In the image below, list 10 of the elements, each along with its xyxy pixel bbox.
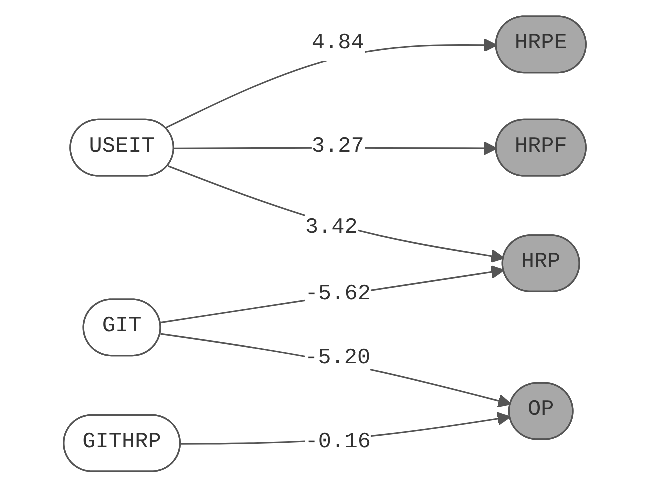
arrow — [165, 38, 498, 129]
edge-label: -5.20 — [304, 346, 371, 372]
edge-label: 3.27 — [312, 134, 364, 160]
arrow — [160, 265, 505, 324]
edge-label: 4.84 — [312, 31, 364, 56]
edge-label: -0.16 — [305, 430, 371, 456]
edge-label: 3.42 — [305, 216, 358, 241]
arrow — [160, 333, 512, 408]
edge-label: -5.62 — [305, 282, 371, 308]
arrow — [168, 165, 505, 264]
